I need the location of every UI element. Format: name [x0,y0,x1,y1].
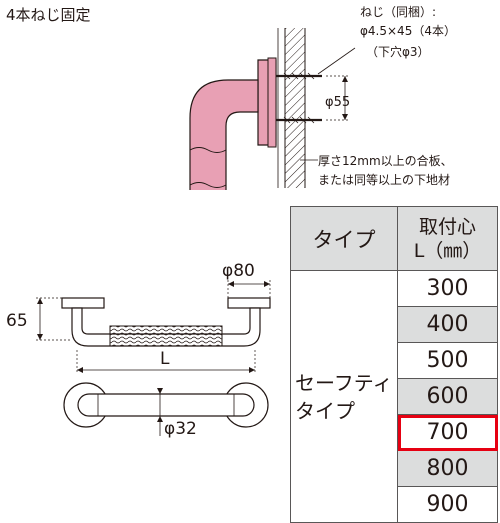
bar-top-body [77,393,255,417]
type-cell: セーフティタイプ [290,270,398,523]
type-line1: セーフティ [295,370,393,395]
table-row: 800 [291,450,498,487]
length-cell: 400 [397,306,498,343]
screw-leader [317,47,356,75]
substrate-note-line2: または同等以上の下地材 [318,173,450,187]
grab-bar-diagram: 4本ねじ固定 ねじ（同梱）: φ4.5×45（4本） （下穴φ3） φ55 [6,5,456,439]
screw-lower [276,116,322,124]
length-cell: 900 [397,486,498,523]
bar-top-view [63,382,269,428]
phi80-label: φ80 [222,261,255,281]
header-length: 取付心 L（㎜） [397,206,498,271]
phi55-label: φ55 [325,95,350,110]
table-row: 400 [291,306,498,343]
length-cell: 300 [397,270,498,307]
screw-upper [276,72,322,80]
length-dimension [76,350,256,374]
length-cell: 800 [397,450,498,487]
bar-elevation [61,297,271,347]
length-cell: 500 [397,342,498,379]
header-length-line2: L（㎜） [413,239,482,262]
length-cell: 600 [397,378,498,415]
phi80-dimension [227,280,271,298]
phi32-label: φ32 [164,419,197,439]
table-header-row: タイプ 取付心 L（㎜） [290,206,498,271]
length-cell: 700 [397,414,498,451]
table-row: 500 [291,342,498,379]
height-dimension [36,297,72,341]
table-row: 600 [291,378,498,415]
flange-left [61,297,105,309]
screw-note-line3: （下穴φ3） [366,44,430,59]
type-line2: タイプ [295,398,355,423]
phi55-dimension [326,75,350,121]
phi32-dimension [157,388,163,436]
screw-note-line1: ねじ（同梱）: [360,5,436,19]
header-length-line1: 取付心 [418,215,476,238]
flange-right [227,297,271,309]
wall-hatch [285,28,305,188]
wall-section [277,28,306,188]
grip-zone [109,325,223,347]
table-row: 700 [291,414,498,451]
bar-section [189,57,277,190]
length-label: L [160,349,170,369]
screw-note-line2: φ4.5×45（4本） [360,24,456,38]
fixing-title: 4本ねじ固定 [6,6,91,24]
substrate-note-line1: 厚さ12mm以上の合板、 [318,153,453,168]
elbow-pipe [189,79,259,190]
height-label: 65 [6,311,28,331]
header-type: タイプ [290,206,398,271]
